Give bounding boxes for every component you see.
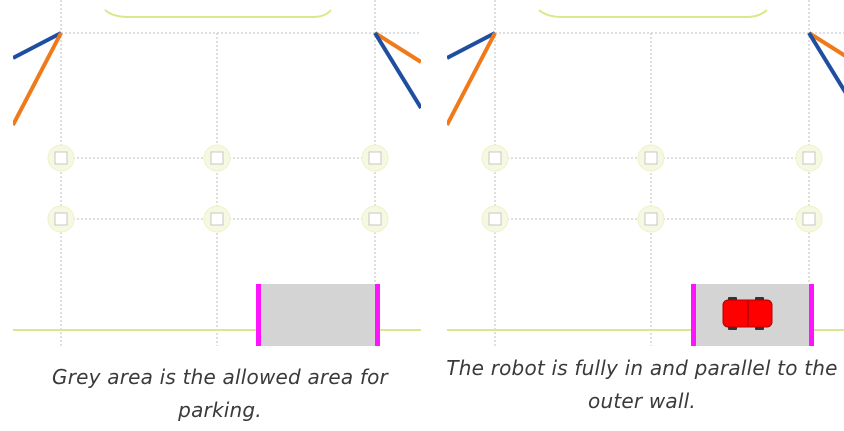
top-border-arc [104,9,332,18]
corner-lines-left [447,31,497,126]
grid-node [361,205,389,233]
corner-lines-right [807,31,844,94]
corner-lines-right [373,31,421,110]
parking-edge-left [691,284,696,346]
field-diagram-left [13,0,421,346]
caption-robot-parked: The robot is fully in and parallel to th… [446,356,838,413]
grid-node [637,144,665,172]
grid-node [481,205,509,233]
parking-edge-right [375,284,380,346]
grid-node [47,205,75,233]
grid-node [481,144,509,172]
grid-node [203,144,231,172]
robot-car [722,297,773,330]
parking-edge-right [809,284,814,346]
field-diagram-right [447,0,844,346]
grid-nodes [481,144,823,233]
grid-node [203,205,231,233]
field-panel-empty-parking [13,0,421,346]
caption-parking-area: Grey area is the allowed area for parkin… [52,365,388,422]
parking-edge-left [256,284,261,346]
grid-nodes [47,144,389,233]
grid-node [47,144,75,172]
grid-node [637,205,665,233]
top-border-arc [538,9,768,18]
grid-node [795,205,823,233]
field-panel-robot-parked [447,0,844,346]
parking-area [257,284,378,346]
grid-node [361,144,389,172]
corner-lines-left [13,31,63,126]
grid-node [795,144,823,172]
